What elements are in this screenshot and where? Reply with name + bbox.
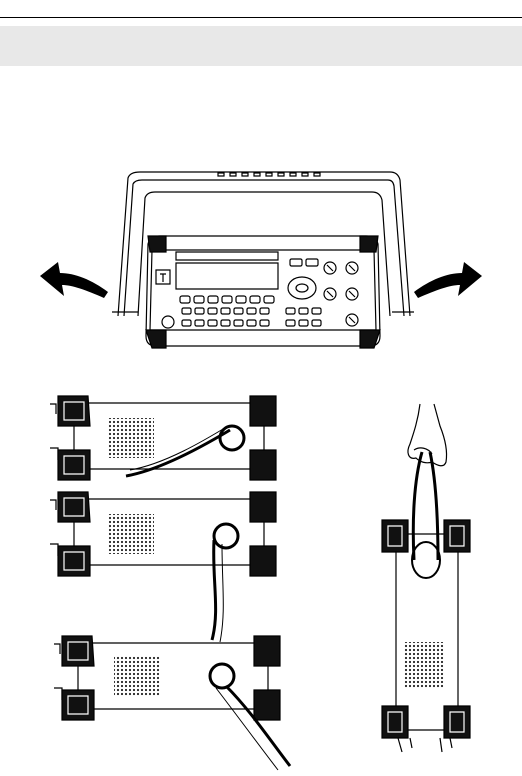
- soft-keys: [180, 296, 274, 303]
- keypad: [182, 308, 321, 326]
- rotate-arrow-right-icon: [414, 262, 482, 298]
- side-view-2: [50, 492, 276, 642]
- instrument-vertical: [396, 534, 458, 730]
- power-button: [162, 316, 174, 328]
- side-view-1: [50, 396, 276, 480]
- round-knobs: [324, 262, 358, 326]
- hand-icon: [408, 404, 447, 466]
- handle-adjustment-figure: [40, 172, 482, 348]
- navigation-pad: [288, 277, 316, 299]
- side-view-3: [54, 636, 290, 770]
- carrying-positions-figure: [50, 396, 290, 770]
- rotate-arrow-left-icon: [40, 262, 108, 298]
- display-window: [176, 252, 278, 260]
- carrying-by-hand-figure: [382, 404, 470, 752]
- handle-vents: [218, 173, 320, 176]
